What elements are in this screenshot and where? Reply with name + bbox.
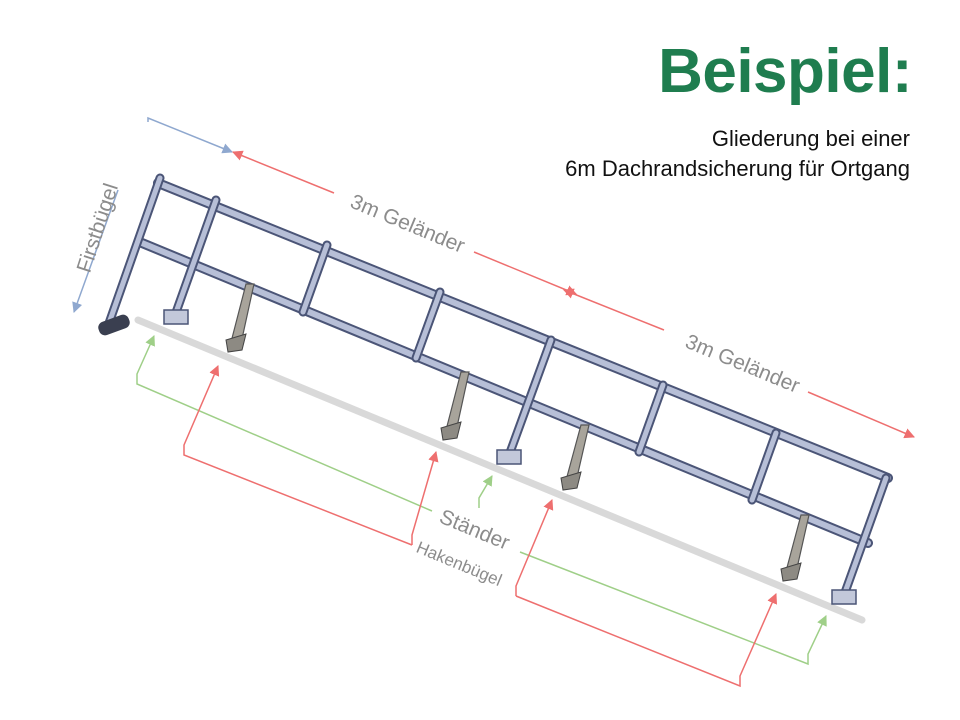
top-rail-fill [155, 180, 891, 481]
post-intermediate [747, 428, 781, 505]
firstbuegel-arrow [72, 189, 119, 313]
staender-leader-right [519, 551, 827, 666]
firstbuegel-label: Firstbügel [73, 181, 123, 276]
subtitle-line-2: 6m Dachrandsicherung für Ortgang [565, 156, 910, 181]
post-stand [831, 473, 891, 605]
slide-title: Beispiel: [658, 37, 912, 106]
post-stand [163, 195, 221, 325]
gelaender-1-label: 3m Geländer [347, 190, 468, 258]
gelaender-2-arrow-left [563, 288, 665, 331]
rail-group [137, 178, 893, 548]
hakenbuegel-leader-right-a [515, 499, 554, 596]
firstbuegel-bracket-line [147, 116, 233, 154]
hook-bracket [440, 371, 470, 441]
roof-edge-line [134, 316, 866, 624]
hakenbuegel-leader-right-b [515, 593, 778, 688]
post-intermediate [411, 287, 445, 363]
gelaender-1-arrow-right [473, 251, 577, 296]
gelaender-1-arrow-left [232, 150, 335, 194]
post-group [98, 173, 891, 605]
gelaender-2-arrow-right [807, 391, 915, 439]
middle-rail-fill [139, 240, 871, 546]
hakenbuegel-leader-middle [411, 450, 439, 545]
post-stand [496, 335, 556, 465]
subtitle-line-1: Gliederung bei einer [711, 126, 910, 151]
slide-subtitle: Gliederung bei einer 6m Dachrandsicherun… [565, 124, 910, 184]
staender-leader-left [136, 335, 433, 512]
hook-bracket [780, 514, 810, 582]
hook-bracket [225, 283, 255, 353]
hook-group [225, 283, 810, 582]
staender-leader-middle [478, 475, 493, 508]
hook-bracket [560, 424, 590, 491]
post-intermediate [298, 240, 332, 317]
hakenbuegel-leader-left [183, 365, 413, 546]
first-post [98, 173, 165, 336]
post-intermediate [634, 380, 668, 457]
staender-label: Ständer [436, 505, 513, 554]
gelaender-2-label: 3m Geländer [682, 330, 803, 398]
